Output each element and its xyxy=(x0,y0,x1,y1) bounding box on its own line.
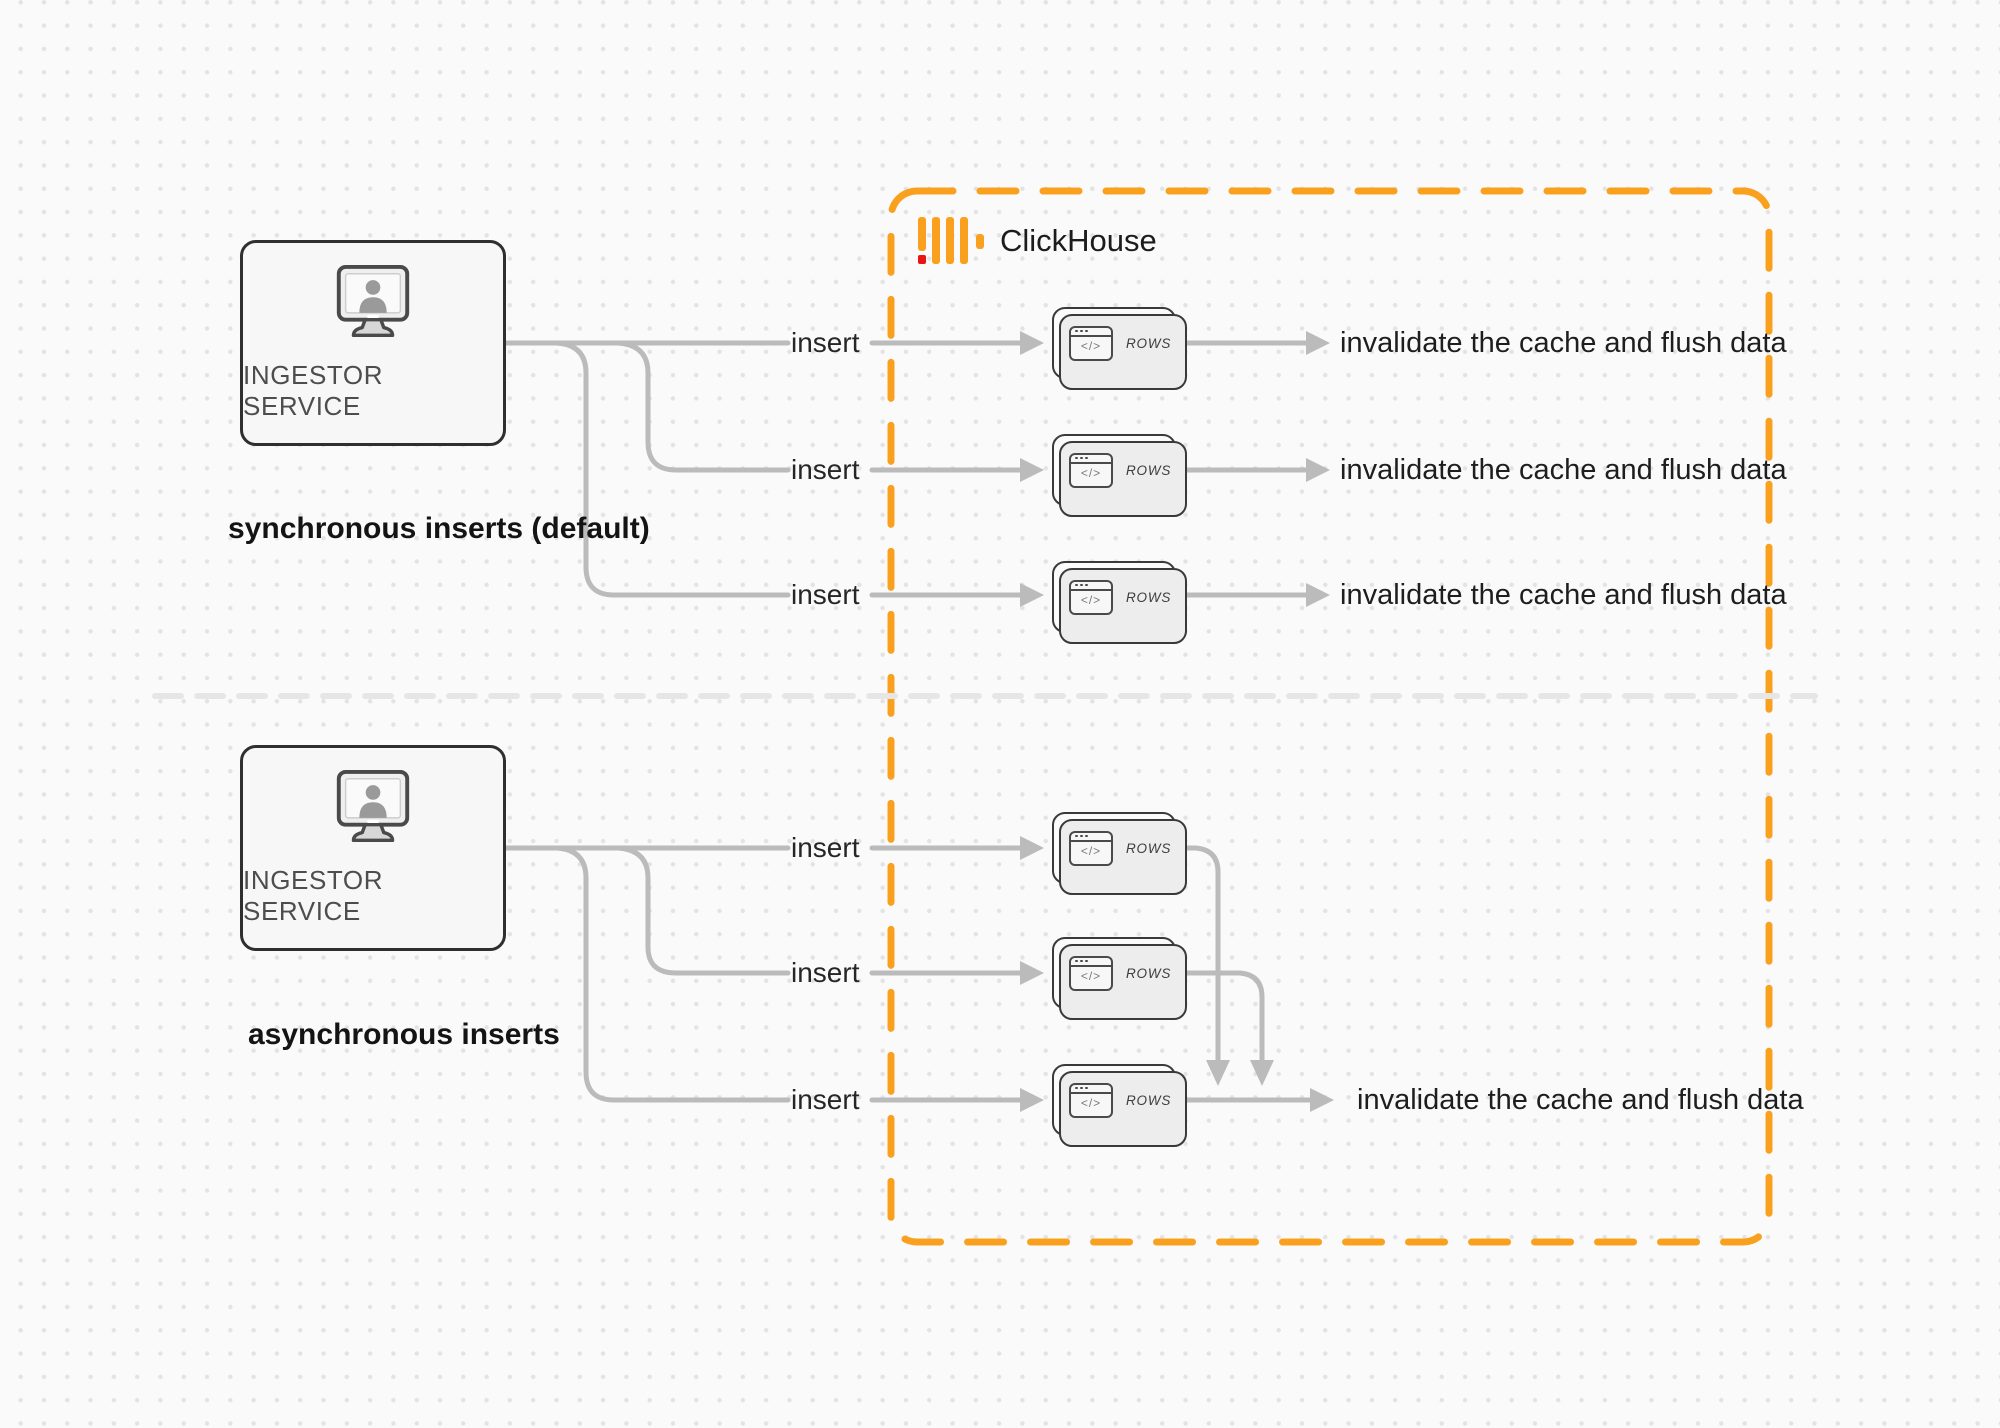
caption-synchronous: synchronous inserts (default) xyxy=(228,512,650,545)
rows-node-label: ROWS xyxy=(1126,1092,1172,1108)
invalidate-label: invalidate the cache and flush data xyxy=(1340,579,1787,611)
insert-label: insert xyxy=(791,454,860,485)
code-window-icon: </> xyxy=(1069,579,1113,615)
code-window-icon: </> xyxy=(1069,325,1113,361)
invalidate-label: invalidate the cache and flush data xyxy=(1340,454,1787,486)
invalidate-label: invalidate the cache and flush data xyxy=(1340,327,1787,359)
code-window-icon: </> xyxy=(1069,830,1113,866)
caption-asynchronous: asynchronous inserts xyxy=(248,1018,560,1051)
service-label: INGESTOR SERVICE xyxy=(243,865,384,926)
rows-node-label: ROWS xyxy=(1126,965,1172,981)
insert-label: insert xyxy=(791,957,860,988)
insert-label: insert xyxy=(791,579,860,610)
rows-node-label: ROWS xyxy=(1126,462,1172,478)
insert-label: insert xyxy=(791,1084,860,1115)
monitor-user-icon xyxy=(336,264,410,338)
ingestor-service-box-async: INGESTOR SERVICE xyxy=(240,745,506,951)
service-label: INGESTOR SERVICE xyxy=(243,360,384,421)
rows-node-label: ROWS xyxy=(1126,589,1172,605)
clickhouse-brand: ClickHouse xyxy=(918,217,1157,264)
clickhouse-logo-icon xyxy=(918,217,984,264)
sync-connectors xyxy=(503,331,1330,607)
code-window-icon: </> xyxy=(1069,1082,1113,1118)
code-window-icon: </> xyxy=(1069,955,1113,991)
rows-node: </> ROWS xyxy=(1052,812,1187,895)
rows-node: </> ROWS xyxy=(1052,307,1187,390)
rows-node: </> ROWS xyxy=(1052,937,1187,1020)
clickhouse-boundary-box xyxy=(887,187,1773,1246)
invalidate-label: invalidate the cache and flush data xyxy=(1357,1084,1804,1116)
clickhouse-brand-label: ClickHouse xyxy=(1000,222,1157,258)
rows-node: </> ROWS xyxy=(1052,1064,1187,1147)
ingestor-service-box-sync: INGESTOR SERVICE xyxy=(240,240,506,446)
rows-node: </> ROWS xyxy=(1052,561,1187,644)
rows-node: </> ROWS xyxy=(1052,434,1187,517)
rows-node-label: ROWS xyxy=(1126,840,1172,856)
rows-node-label: ROWS xyxy=(1126,335,1172,351)
insert-label: insert xyxy=(791,327,860,358)
insert-label: insert xyxy=(791,832,860,863)
async-connectors xyxy=(503,836,1334,1112)
monitor-user-icon xyxy=(336,769,410,843)
code-window-icon: </> xyxy=(1069,452,1113,488)
